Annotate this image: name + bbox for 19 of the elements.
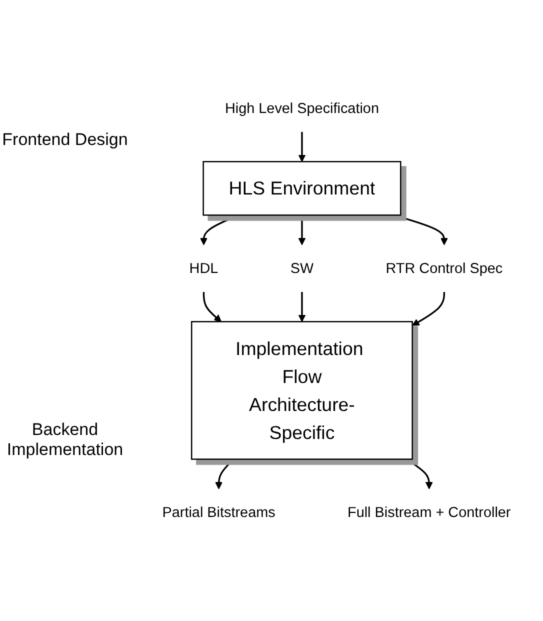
node-text: HDL [189, 260, 218, 276]
arrow [298, 215, 306, 246]
node-text: Partial Bitstreams [162, 504, 276, 520]
arrow [215, 458, 234, 490]
stage-label: Frontend Design [1, 130, 129, 150]
arrow [298, 292, 306, 322]
arrow [406, 458, 433, 490]
node-text: Full Bistream + Controller [348, 504, 511, 520]
arrow [393, 214, 448, 246]
stage-label: Backend Implementation [6, 420, 124, 460]
node-text: High Level Specification [224, 100, 379, 116]
node-text: SW [290, 260, 314, 276]
arrow [200, 214, 240, 246]
arrow [298, 132, 306, 162]
arrow [412, 292, 446, 326]
node-box: Implementation Flow Architecture-Specific [190, 321, 413, 460]
node-box: HLS Environment [202, 161, 402, 216]
node-text: RTR Control Spec [386, 260, 503, 276]
arrow [202, 292, 222, 322]
